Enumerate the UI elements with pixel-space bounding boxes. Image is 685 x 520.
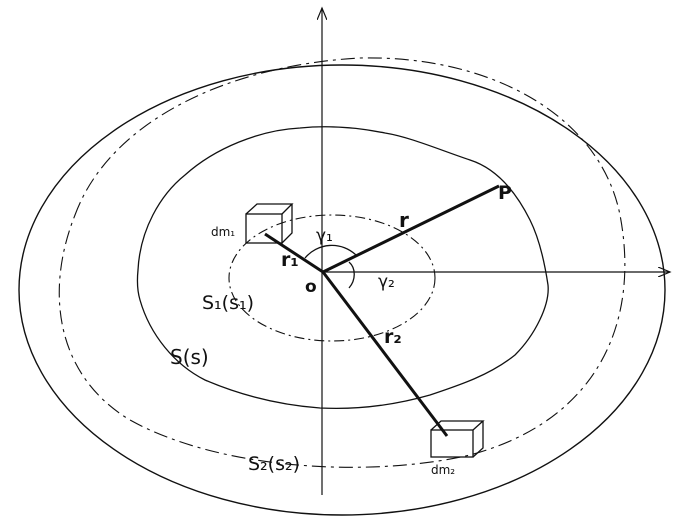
label-vector-r: r [399, 208, 409, 232]
label-angle-gamma2: γ₂ [378, 272, 395, 292]
label-mass-element-1: dm₁ [211, 225, 235, 239]
label-origin: o [305, 277, 317, 297]
label-vector-r1: r₁ [281, 249, 299, 271]
outer-boundary-ellipse [18, 64, 666, 516]
angle-gamma1-arc [304, 244, 357, 259]
label-point-p: P [498, 182, 512, 204]
angle-gamma2-arc [348, 261, 355, 289]
vector-r1 [264, 232, 324, 274]
mass-element-cube-1 [245, 203, 294, 244]
surface-s1-curve [228, 214, 436, 342]
vector-r2 [321, 271, 449, 437]
surface-s-curve [136, 126, 549, 410]
label-mass-element-2: dm₂ [431, 463, 455, 477]
vector-r [322, 184, 500, 274]
label-surface-s2: S₂(s₂) [248, 453, 300, 475]
label-surface-s1: S₁(s₁) [202, 292, 254, 314]
label-surface-s: S(s) [170, 345, 209, 369]
surface-s2-curve [58, 57, 626, 468]
label-angle-gamma1: γ₁ [316, 226, 333, 246]
label-vector-r2: r₂ [384, 326, 402, 348]
mass-element-cube-2 [430, 420, 485, 458]
